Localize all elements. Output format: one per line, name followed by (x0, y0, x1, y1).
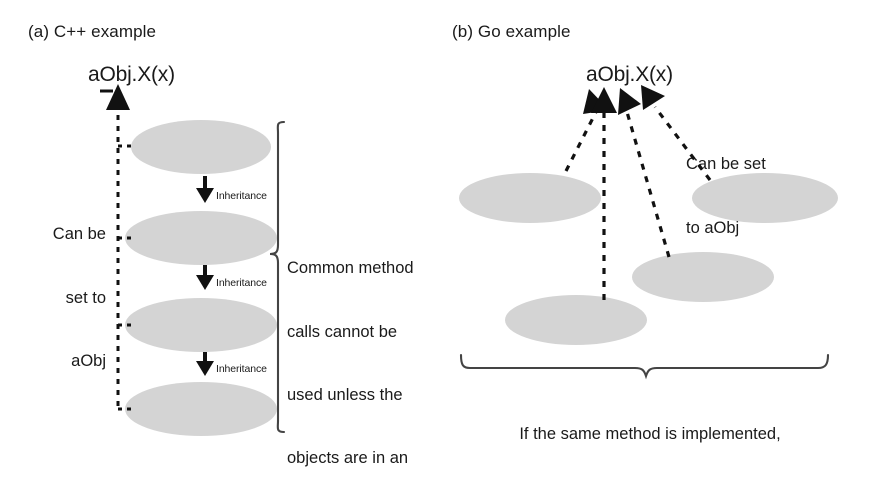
panel-b-node-c-line-2: method X (547, 320, 605, 335)
panel-b-node-d-label: D implementing method X (632, 252, 774, 302)
panel-a-call-arrowhead (106, 84, 130, 110)
panel-b-arrowhead-d (618, 88, 641, 115)
panel-b-node-b-label: B implementing method X (694, 173, 836, 223)
panel-b-brace-note: If the same method is implemented, it ca… (470, 382, 830, 487)
panel-a-title: (a) C++ example (28, 22, 157, 41)
panel-a-side-note-line-3: aObj (71, 351, 106, 370)
panel-a-inheritance-arrow-2 (196, 265, 214, 290)
panel-b-title: (b) Go example (452, 22, 571, 41)
panel-b-arrowhead-c (591, 87, 617, 113)
panel-a-node-b-label: B (195, 227, 207, 247)
panel-b-node-b-line-1: B implementing (718, 181, 812, 197)
panel-a-brace-note-line-1: Common method (287, 259, 414, 278)
panel-a-node-a-label: A implementing method X (131, 120, 271, 174)
panel-b-node-d-line-1: D implementing (656, 260, 750, 276)
panel-a-node-a-line-1: A implementing (154, 130, 248, 146)
panel-b-call-label: aObj.X(x) (586, 63, 673, 86)
panel-a-node-c-label: C (194, 314, 208, 334)
panel-b-arrowhead-b (641, 85, 665, 110)
panel-b-brace-note-line-1: If the same method is implemented, (519, 425, 781, 444)
panel-a-brace-note-line-2: calls cannot be (287, 322, 398, 341)
panel-a-side-note-line-1: Can be (52, 225, 106, 244)
panel-a-inheritance-label-3: Inheritance (216, 363, 267, 375)
panel-a-node-a-line-2: method X (172, 147, 230, 162)
panel-a-inheritance-label-2: Inheritance (216, 277, 267, 289)
panel-a-side-note-line-2: set to (65, 288, 106, 307)
panel-a-inheritance-label-1: Inheritance (216, 190, 267, 202)
panel-a-brace-note-line-3: used unless the (287, 385, 403, 404)
panel-a-side-note: Can be set to aObj (10, 182, 106, 414)
panel-b-node-a-label: A implementing method X (459, 173, 601, 223)
panel-a-inheritance-arrow-1 (196, 176, 214, 203)
panel-b-dashed-arrow-from-d (618, 88, 671, 258)
panel-b-node-b-line-2: method X (736, 198, 794, 213)
panel-a-brace-note: Common method calls cannot be used unles… (287, 216, 417, 487)
panel-a-node-d-label: D (194, 398, 208, 418)
panel-a-inheritance-arrow-3 (196, 352, 214, 376)
panel-b-arrowhead-a (583, 89, 609, 114)
panel-a-call-label: aObj.X(x) (88, 63, 175, 86)
panel-b-node-d-line-2: method X (674, 277, 732, 292)
panel-a-brace-note-line-4: objects are in an (287, 449, 409, 468)
panel-b-node-c-line-1: C implementing (529, 303, 623, 319)
panel-b-node-c-label: C implementing method X (505, 295, 647, 345)
panel-b-brace (459, 353, 830, 380)
panel-b-node-a-line-2: method X (501, 198, 559, 213)
panel-b-dashed-arrow-from-a (564, 89, 609, 172)
panel-b-node-a-line-1: A implementing (483, 181, 577, 197)
panel-b-side-note-line-2: to aObj (686, 218, 740, 237)
